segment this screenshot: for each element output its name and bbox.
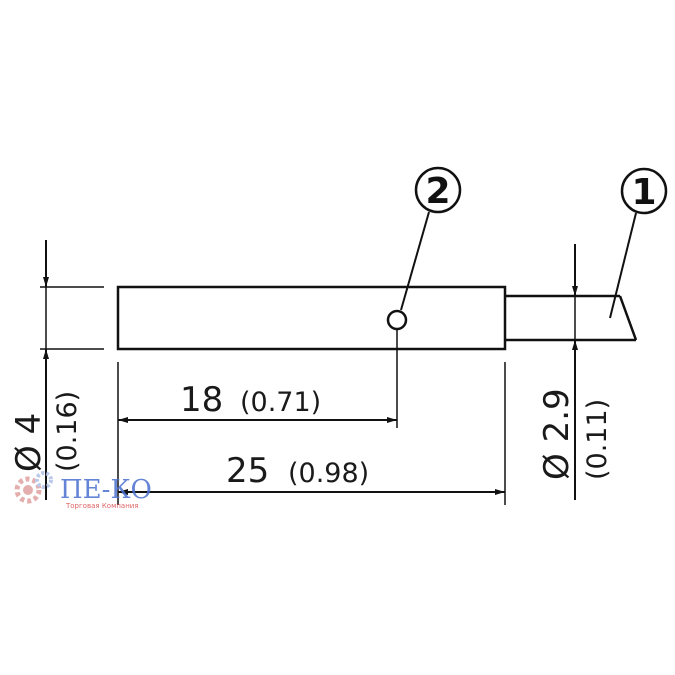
cable xyxy=(505,294,638,342)
gear-icon-small xyxy=(35,471,53,489)
dim-cable-diameter-value: Ø 2.9 xyxy=(537,388,577,480)
callout-cable: 1 xyxy=(609,167,668,319)
watermark-logo: ПЕ-КО Торговая Компания xyxy=(14,471,152,510)
watermark-tagline: Торговая Компания xyxy=(65,502,139,510)
dim-body-diameter-value: Ø 4 xyxy=(9,413,49,472)
dimension-length-18: 18 (0.71) xyxy=(117,330,398,505)
led-indicator xyxy=(386,309,408,331)
dimension-body-diameter: Ø 4 (0.16) xyxy=(9,240,104,500)
sensor-body xyxy=(116,285,507,351)
dim-length-18-value: 18 xyxy=(180,380,223,420)
dim-length-25-inch: (0.98) xyxy=(288,458,369,489)
dim-cable-diameter-inch: (0.11) xyxy=(582,399,613,480)
gear-icon xyxy=(14,476,42,504)
dimension-length-25: 25 (0.98) xyxy=(118,362,506,505)
callout-led-label: 2 xyxy=(425,171,450,212)
callout-cable-label: 1 xyxy=(631,172,656,213)
dimension-cable-diameter: Ø 2.9 (0.11) xyxy=(514,244,613,500)
callout-led: 2 xyxy=(400,166,462,311)
dim-length-25-value: 25 xyxy=(226,451,269,491)
dim-body-diameter-inch: (0.16) xyxy=(52,391,83,472)
watermark-name: ПЕ-КО xyxy=(60,475,152,505)
dim-length-18-inch: (0.71) xyxy=(240,387,321,418)
